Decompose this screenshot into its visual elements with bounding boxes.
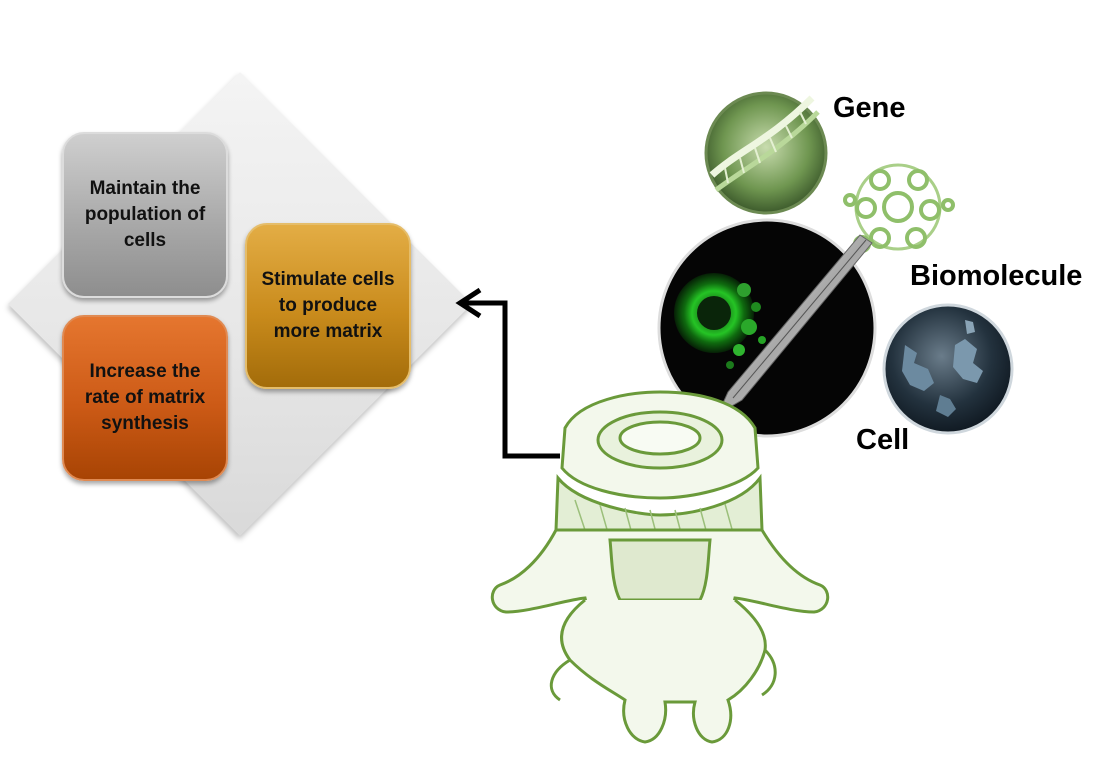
syringe-injection-image <box>657 218 877 438</box>
vertebra-disc-illustration <box>490 390 830 744</box>
gene-label: Gene <box>833 92 906 124</box>
stimulate-cells-box: Stimulate cells to produce more matrix <box>245 223 411 389</box>
stimulate-cells-text: Stimulate cells to produce more matrix <box>261 269 395 342</box>
increase-synthesis-text: Increase the rate of matrix synthesis <box>84 361 206 434</box>
biomolecule-image <box>843 163 955 253</box>
maintain-cells-text: Maintain the population of cells <box>84 178 206 251</box>
increase-synthesis-box: Increase the rate of matrix synthesis <box>62 315 228 481</box>
cell-microscopy-image <box>882 303 1014 435</box>
cell-label: Cell <box>856 424 910 456</box>
gene-image <box>704 91 828 215</box>
maintain-cells-box: Maintain the population of cells <box>62 132 228 298</box>
biomolecule-label: Biomolecule <box>910 260 1083 292</box>
connector-arrow <box>455 287 560 459</box>
